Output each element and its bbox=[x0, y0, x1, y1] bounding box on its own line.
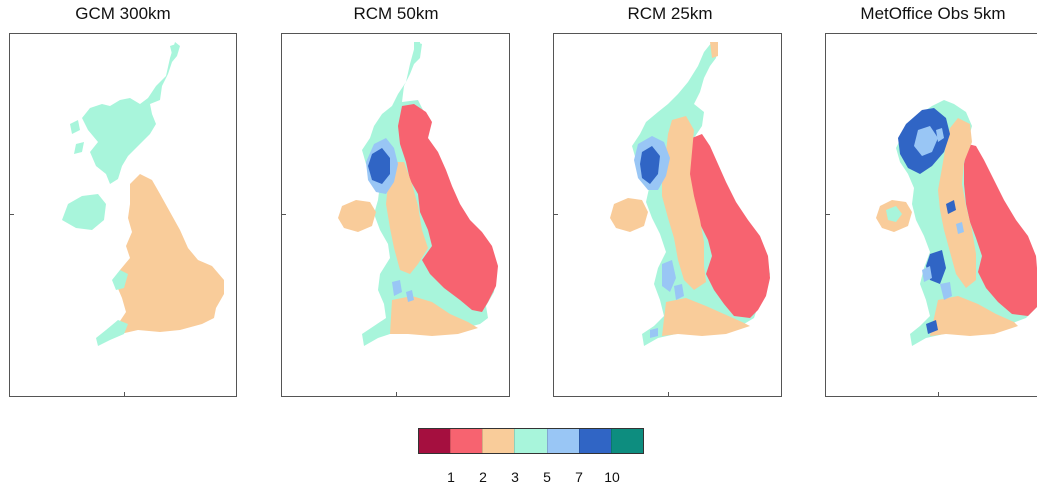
panel-title-obs: MetOffice Obs 5km bbox=[860, 4, 1006, 23]
axis-tick-bottom bbox=[938, 392, 939, 396]
colorbar-label: 5 bbox=[543, 469, 551, 485]
axis-tick-bottom bbox=[668, 392, 669, 396]
axis-tick-left bbox=[10, 214, 14, 215]
panel-title-rcm50: RCM 50km bbox=[353, 4, 439, 23]
colorbar-label: 2 bbox=[479, 469, 487, 485]
colorbar-swatch bbox=[578, 429, 611, 453]
colorbar-swatch bbox=[450, 429, 483, 453]
region-scotland bbox=[82, 42, 180, 184]
colorbar-swatch bbox=[419, 429, 451, 453]
panel-title-rcm25: RCM 25km bbox=[627, 4, 713, 23]
axis-tick-bottom bbox=[396, 392, 397, 396]
colorbar-swatch bbox=[610, 429, 643, 453]
colorbar bbox=[418, 428, 644, 454]
axis-tick-left bbox=[282, 214, 286, 215]
panel-title-gcm: GCM 300km bbox=[75, 4, 171, 23]
colorbar-label: 10 bbox=[604, 469, 620, 485]
colorbar-swatch bbox=[482, 429, 515, 453]
region-northern-ireland bbox=[62, 194, 106, 230]
axis-tick-bottom bbox=[124, 392, 125, 396]
colorbar-label: 7 bbox=[575, 469, 583, 485]
axis-tick-left bbox=[554, 214, 558, 215]
colorbar-swatch bbox=[514, 429, 547, 453]
colorbar-label: 3 bbox=[511, 469, 519, 485]
axis-tick-left bbox=[826, 214, 830, 215]
colorbar-label: 1 bbox=[447, 469, 455, 485]
map-panel-rcm50 bbox=[281, 33, 510, 397]
region-england bbox=[116, 174, 224, 334]
colorbar-swatch bbox=[546, 429, 579, 453]
map-panel-obs bbox=[825, 33, 1037, 397]
map-panel-rcm25 bbox=[553, 33, 782, 397]
map-panel-gcm bbox=[9, 33, 237, 397]
